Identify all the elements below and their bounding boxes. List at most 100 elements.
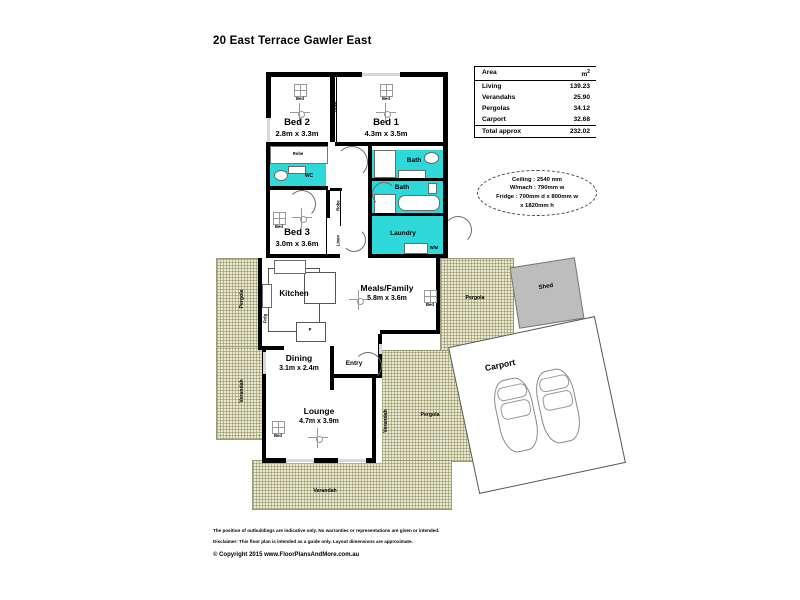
- area-row-value-verandahs: 25.90: [573, 94, 590, 102]
- door-arc-laundry-exterior: [444, 216, 472, 244]
- wall-bed2-bed1-divider: [330, 77, 335, 142]
- area-table-header-unit: m2: [581, 69, 590, 79]
- spec-line-fridge: Fridge : 700mm d x 800mm w: [496, 194, 578, 200]
- oven-icon: [262, 284, 272, 308]
- wall-upper-right: [443, 72, 448, 150]
- wall-mid-bottom-right: [380, 330, 440, 334]
- wall-mid-left: [258, 258, 262, 350]
- pergola-right-zone: [440, 258, 514, 352]
- wall-upper-top-mid: [324, 72, 362, 77]
- area-total-label: Total approx: [482, 128, 522, 136]
- wc-room: [270, 164, 326, 186]
- bed-tag-lounge: Bed: [274, 433, 282, 438]
- wc-label: WC: [304, 173, 314, 179]
- wall-lounge-left: [262, 390, 266, 462]
- fridge-tag: Frdg: [262, 313, 268, 324]
- window-lounge-b1: [286, 459, 314, 462]
- area-total-value: 232.02: [569, 128, 590, 136]
- wall-lounge-bottom-r: [366, 458, 376, 463]
- wall-mid-right: [436, 258, 440, 330]
- wall-lounge-bottom-m: [314, 458, 338, 463]
- pantry-cupboard: [296, 322, 326, 342]
- area-table-total-row: Total approx 232.02: [474, 125, 596, 137]
- door-arc-bed1: [336, 146, 368, 178]
- linen-label: Linen: [335, 234, 341, 247]
- window-icon-bed2: [294, 84, 307, 97]
- shower-wc: [288, 166, 306, 174]
- robe-bed2-cupboard: [270, 146, 328, 164]
- pergola-far-label: Pergola: [420, 412, 440, 418]
- window-lounge-b2: [338, 459, 366, 462]
- wall-wc-left: [266, 162, 270, 190]
- area-table: Area m2 Living 139.23 Verandahs 25.90 Pe…: [474, 66, 596, 139]
- bed-tag-bed2: Bed: [296, 96, 304, 101]
- area-row-value-living: 139.23: [569, 83, 590, 91]
- area-table-header-row: Area m2: [474, 67, 596, 82]
- washing-machine-tag: W/M: [429, 245, 439, 250]
- area-row-label-pergolas: Pergolas: [482, 105, 510, 113]
- ceiling-fan-bed1: [376, 103, 396, 123]
- carport-slab: [448, 316, 626, 494]
- window-bed2-left: [267, 118, 270, 142]
- verandah-bottom-label: Verandah: [313, 488, 337, 494]
- wall-entry-right: [378, 334, 382, 378]
- kitchen-island: [304, 272, 336, 304]
- kitchen-label: Kitchen: [279, 289, 309, 298]
- entry-label: Entry: [345, 360, 363, 367]
- window-icon-bed1: [380, 84, 393, 97]
- table-row: Carport 32.68: [474, 114, 596, 125]
- wall-upper-left: [266, 72, 271, 118]
- door-arc-entry: [354, 352, 382, 380]
- area-table-left-rule: [474, 66, 475, 139]
- toilet-lower-bath: [428, 183, 437, 194]
- meals-name: Meals/Family: [360, 283, 414, 293]
- wall-wet-left: [368, 146, 372, 258]
- wall-mid-bottom-left: [258, 346, 284, 350]
- wall-bath-upper-bottom: [368, 178, 448, 181]
- window-icon-meals: [424, 290, 437, 303]
- wall-bed3-right: [326, 190, 330, 218]
- wall-wet-right: [443, 146, 448, 258]
- verandah-bottom-zone: [252, 460, 452, 510]
- area-table-header-label: Area: [482, 69, 497, 76]
- ceiling-fan-lounge: [308, 428, 328, 448]
- bath-lower-label: Bath: [394, 184, 410, 191]
- wall-lounge-right: [372, 378, 376, 462]
- wall-lounge-bottom-l: [262, 458, 286, 463]
- meals-dimensions: 5.8m x 3.6m: [367, 295, 407, 302]
- wall-bed3-right-lower: [326, 218, 327, 258]
- pergola-left-label: Pergola: [239, 289, 245, 309]
- specifications-callout: Ceiling : 2540 mm W/mach : 790mm w Fridg…: [477, 170, 597, 216]
- wall-laundry-bottom: [368, 254, 448, 258]
- bed1-dimensions: 4.3m x 3.5m: [364, 129, 408, 138]
- wall-hall-robe-block: [330, 188, 342, 191]
- spec-line-ceiling: Ceiling : 2540 mm: [511, 176, 563, 183]
- ceiling-fan-meals: [349, 290, 369, 310]
- wall-upper-top-right: [400, 72, 448, 77]
- footer: The position of outbuildings are indicat…: [213, 525, 439, 562]
- door-arc-linen: [342, 228, 366, 252]
- window-icon-lounge: [272, 421, 285, 434]
- wall-bed1-bottom: [335, 142, 448, 146]
- wall-bed3-left: [266, 190, 270, 258]
- wall-dining-right: [330, 346, 334, 390]
- robe-bed2-label: Robe: [292, 151, 304, 156]
- footer-disclaimer: Disclaimer: This floor plan is intended …: [213, 539, 413, 545]
- bed-tag-bed3: Bed: [275, 224, 283, 229]
- table-row: Living 139.23: [474, 81, 596, 92]
- door-arc-bed3: [288, 190, 316, 218]
- footer-copyright: © Copyright 2015 www.FloorPlansAndMore.c…: [213, 551, 360, 558]
- dining-name: Dining: [285, 353, 313, 363]
- bed3-dimensions: 3.0m x 3.6m: [275, 239, 319, 248]
- robe-mid-label: Robe: [332, 101, 338, 112]
- bed2-dimensions: 2.8m x 3.3m: [275, 129, 319, 138]
- area-row-value-carport: 32.68: [573, 116, 590, 124]
- table-row: Pergolas 34.12: [474, 103, 596, 114]
- wall-hall-robe: [340, 190, 341, 226]
- laundry-trough: [404, 243, 428, 254]
- area-row-label-living: Living: [482, 83, 502, 91]
- door-arc-bath-lower: [372, 182, 396, 206]
- area-row-label-carport: Carport: [482, 116, 506, 124]
- verandah-left-label: Verandah: [239, 379, 245, 403]
- bath-upper-label: Bath: [406, 157, 422, 164]
